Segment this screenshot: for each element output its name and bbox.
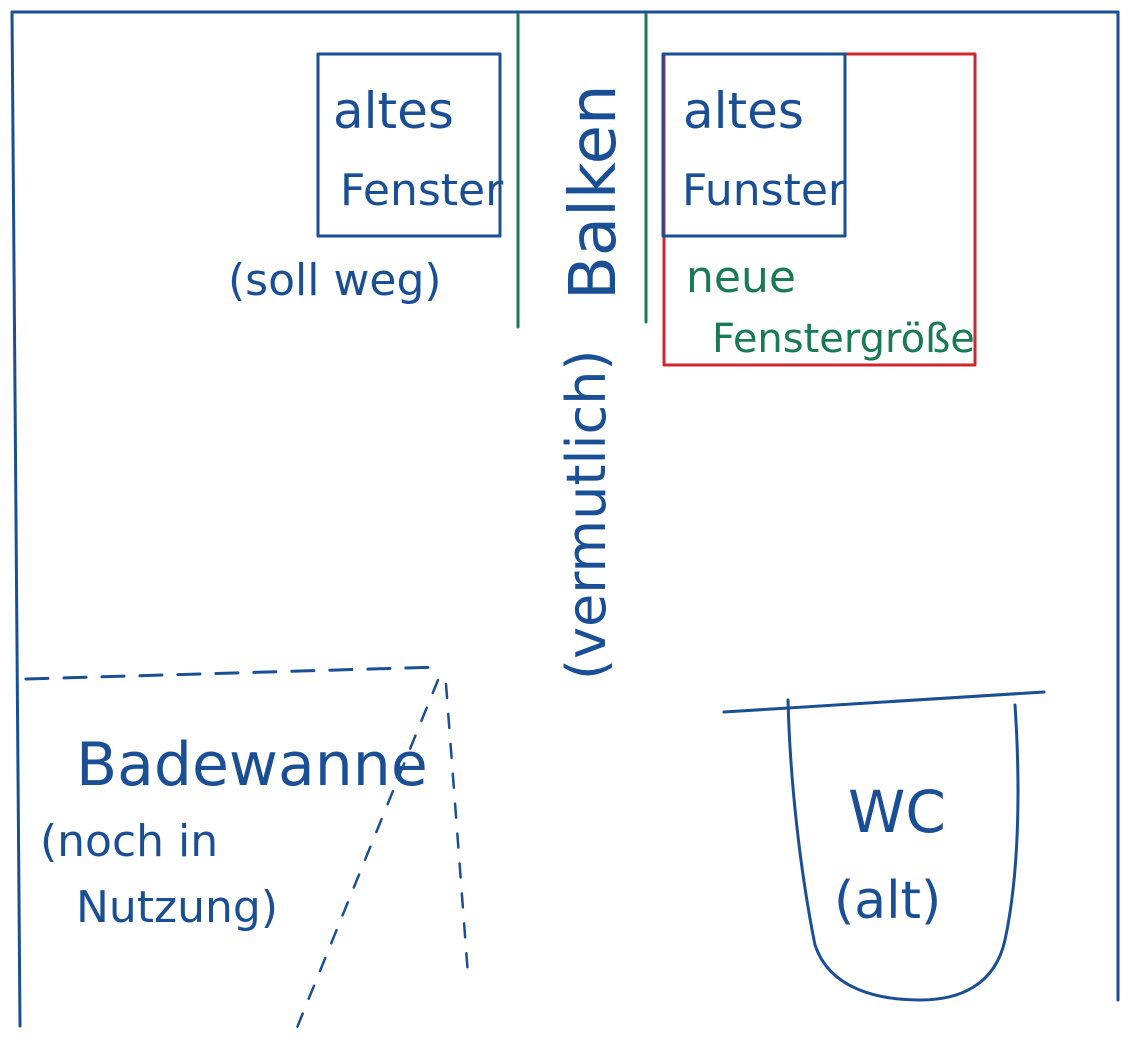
bathtub-line2: (noch in <box>40 816 218 867</box>
left-window-note: (soll weg) <box>228 255 442 306</box>
right-window-line2: Funster <box>682 165 847 216</box>
bathtub-outline-diagonal <box>290 678 440 1042</box>
toilet-line2: (alt) <box>834 871 941 931</box>
right-old-window <box>661 52 847 238</box>
left-old-window <box>316 52 502 238</box>
new-window-line2: Fenstergröße <box>712 316 975 362</box>
toilet-tank-line <box>722 690 1046 714</box>
bathtub-outline-top <box>24 665 442 681</box>
beam-note: (vermutlich) <box>555 350 618 681</box>
toilet-bowl <box>786 698 1020 1002</box>
bathtub-line1: Badewanne <box>76 730 428 800</box>
bathtub-line3: Nutzung) <box>76 882 278 933</box>
new-window-line1: neue <box>686 252 796 303</box>
right-window-line1: altes <box>683 82 804 140</box>
beam-label: Balken <box>557 84 631 300</box>
room-outline <box>10 10 1120 1028</box>
bathtub-outline-right <box>444 682 470 977</box>
toilet-line1: WC <box>848 778 946 846</box>
left-window-line1: altes <box>333 82 454 140</box>
left-window-line2: Fenster <box>340 165 504 216</box>
